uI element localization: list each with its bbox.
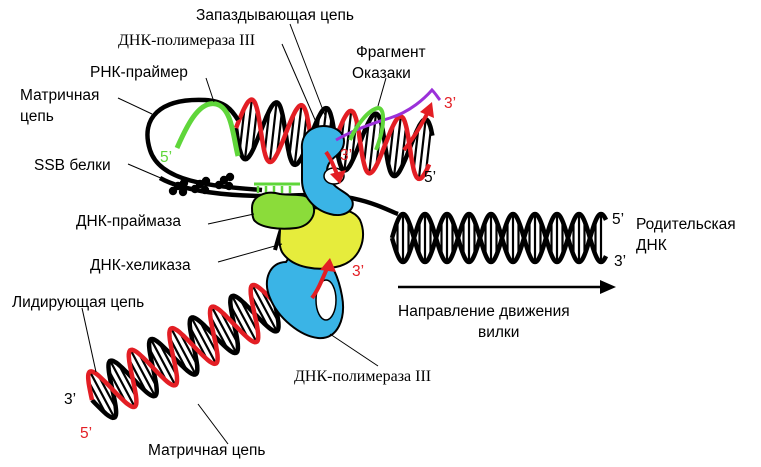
leading-strand-b (85, 282, 291, 410)
leader-polymerase-top (281, 43, 317, 123)
end-five-parent: 5’ (612, 211, 624, 228)
label-helicase: ДНК-хеликаза (90, 257, 191, 274)
lagging-base-pair (288, 113, 296, 156)
label-polymerase-bottom: ДНК-полимераза III (294, 368, 431, 385)
leading-base-pair (231, 295, 258, 343)
end-five-green: 5’ (160, 149, 172, 166)
label-ssb: SSB белки (34, 157, 111, 174)
lagging-base-pair (417, 119, 427, 180)
leader-template-top (117, 97, 153, 115)
leader-okazaki (377, 77, 387, 107)
label-template-top-line1: Матричная (20, 87, 99, 104)
ssb-protein (214, 172, 235, 191)
end-five-bottom: 5’ (80, 425, 92, 442)
end-three-parent: 3’ (614, 253, 626, 270)
end-five-loop: 5’ (424, 169, 436, 186)
rna-primer-strand (174, 101, 241, 157)
end-three-bottom: 3’ (64, 391, 76, 408)
leader-lagging (289, 23, 327, 119)
end-three-okazaki-red: 3’ (340, 147, 352, 164)
parental-dna-helix (389, 211, 609, 265)
leading-base-pair (88, 371, 116, 419)
ssb-protein (190, 176, 211, 195)
dna-primase-shape (250, 191, 315, 230)
leading-base-pair (129, 349, 156, 397)
label-okazaki-line1: Фрагмент (356, 44, 426, 61)
leading-base-pair (251, 284, 278, 332)
leading-strand-helix (85, 282, 291, 421)
label-direction-line1: Направление движения (398, 303, 570, 320)
leading-base-pair (210, 306, 238, 354)
lagging-base-pair (393, 116, 402, 177)
lagging-base-pair (268, 102, 278, 163)
leader-primase (207, 213, 255, 225)
label-rna-primer: РНК-праймер (90, 64, 188, 81)
leading-base-pair (109, 360, 136, 408)
end-three-leading-red: 3’ (352, 263, 364, 280)
label-template-bottom: Матричная цепь (148, 442, 266, 459)
label-template-top-line2: цепь (20, 108, 54, 125)
leading-base-pair (190, 317, 217, 365)
label-direction-line2: вилки (478, 324, 519, 341)
okazaki-arrowhead (330, 170, 346, 184)
label-leader-lines (81, 23, 387, 445)
polymerase-lower-pocket (315, 279, 337, 321)
leader-leading (81, 307, 97, 373)
leading-base-pair (149, 338, 177, 386)
label-primase: ДНК-праймаза (76, 213, 181, 230)
arrowheads (320, 102, 434, 272)
label-parental-line2: ДНК (636, 237, 667, 254)
leader-ssb (127, 163, 171, 183)
leader-primer (205, 77, 215, 103)
parental-strand-a (389, 211, 609, 265)
lagging-base-pair (343, 110, 353, 171)
label-leading-strand: Лидирующая цепь (12, 294, 144, 311)
leading-arrowhead (320, 258, 336, 272)
label-parental-line1: Родительская (636, 216, 736, 233)
label-okazaki-line2: Оказаки (352, 65, 411, 82)
fork-direction-arrowhead (600, 280, 616, 294)
ssb-protein (168, 178, 189, 197)
leader-template-bottom (197, 403, 229, 445)
lagging-base-pair (243, 99, 253, 160)
end-three-purple: 3’ (444, 95, 456, 112)
label-polymerase-top: ДНК-полимераза III (118, 32, 255, 49)
leading-strand-a (90, 282, 281, 421)
ssb-proteins (168, 172, 235, 197)
okazaki-green-primer (348, 105, 385, 151)
leader-polymerase-bottom (329, 333, 379, 367)
okazaki-purple-strand (335, 87, 442, 142)
label-lagging-strand: Запаздывающая цепь (196, 7, 354, 24)
lagging-arrowhead (420, 102, 434, 118)
leading-base-pair (170, 327, 197, 375)
lagging-extension-arrow (402, 111, 430, 152)
lagging-base-pair (293, 105, 303, 166)
leader-helicase (217, 243, 283, 263)
parental-strand-b (389, 211, 609, 265)
